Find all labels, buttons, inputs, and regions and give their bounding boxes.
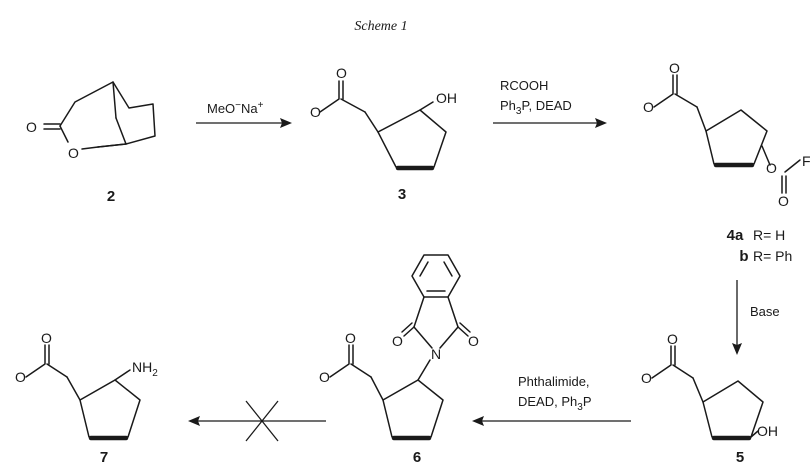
compound-3-structure: [319, 80, 447, 171]
reagent-step-2-line-1: RCOOH: [500, 78, 548, 93]
arrow-step-3: [732, 280, 742, 355]
compound-3-label: 3: [398, 186, 406, 203]
compound-6-imide-oxygen-right: O: [468, 333, 479, 349]
compound-7-carbonyl-oxygen: O: [41, 330, 52, 346]
compound-4-carbonyl-oxygen: O: [669, 60, 680, 76]
compound-2-ring-oxygen: O: [68, 145, 79, 161]
arrow-step-2: [493, 118, 607, 128]
compound-5-structure: [651, 345, 764, 441]
compound-4-acyl-carbonyl-oxygen: O: [778, 193, 789, 209]
compound-7-structure: [25, 344, 141, 441]
compound-6-nitrogen: N: [431, 346, 441, 362]
compound-6-ester-oxygen: O: [319, 369, 330, 385]
compound-6-carbonyl-oxygen: O: [345, 330, 356, 346]
compound-4a-substituent: R= H: [753, 227, 785, 243]
compound-4-acyloxy-oxygen: O: [766, 160, 777, 176]
compound-6-imide-oxygen-left: O: [392, 333, 403, 349]
compound-3-carbonyl-oxygen: O: [336, 65, 347, 81]
compound-6-structure: [329, 254, 471, 441]
reagent-step-3: Base: [750, 304, 780, 319]
compound-7-label: 7: [100, 449, 108, 463]
compound-7-amine: NH2: [132, 359, 158, 379]
compound-2-label: 2: [107, 188, 115, 205]
compound-3-ester-oxygen: O: [310, 104, 321, 120]
reagent-step-2-line-2: Ph3P, DEAD: [500, 98, 572, 117]
compound-2-structure: [43, 81, 156, 150]
compound-5-label: 5: [736, 449, 744, 463]
compound-3-hydroxyl: OH: [436, 90, 457, 106]
compound-4a-label: 4a: [727, 227, 744, 244]
compound-6-label: 6: [413, 449, 421, 463]
reagent-step-4-line-1: Phthalimide,: [518, 374, 590, 389]
reagent-step-1: MeO−Na+: [207, 100, 264, 116]
compound-5-hydroxyl: OH: [757, 423, 778, 439]
compound-4-structure: [653, 74, 801, 194]
compound-5-carbonyl-oxygen: O: [667, 331, 678, 347]
compound-4-ester-oxygen: O: [643, 99, 654, 115]
compound-4-r-group: F: [802, 153, 811, 169]
scheme-title: Scheme 1: [354, 19, 407, 34]
compound-4b-substituent: R= Ph: [753, 248, 792, 264]
compound-7-ester-oxygen: O: [15, 369, 26, 385]
compound-4b-label: b: [739, 248, 748, 265]
arrow-step-4: [472, 416, 631, 426]
arrow-step-1: [196, 118, 292, 128]
compound-2-carbonyl-oxygen: O: [26, 119, 37, 135]
reagent-step-4-line-2: DEAD, Ph3P: [518, 394, 591, 413]
arrow-step-5-failed: [188, 400, 326, 442]
compound-5-ester-oxygen: O: [641, 370, 652, 386]
